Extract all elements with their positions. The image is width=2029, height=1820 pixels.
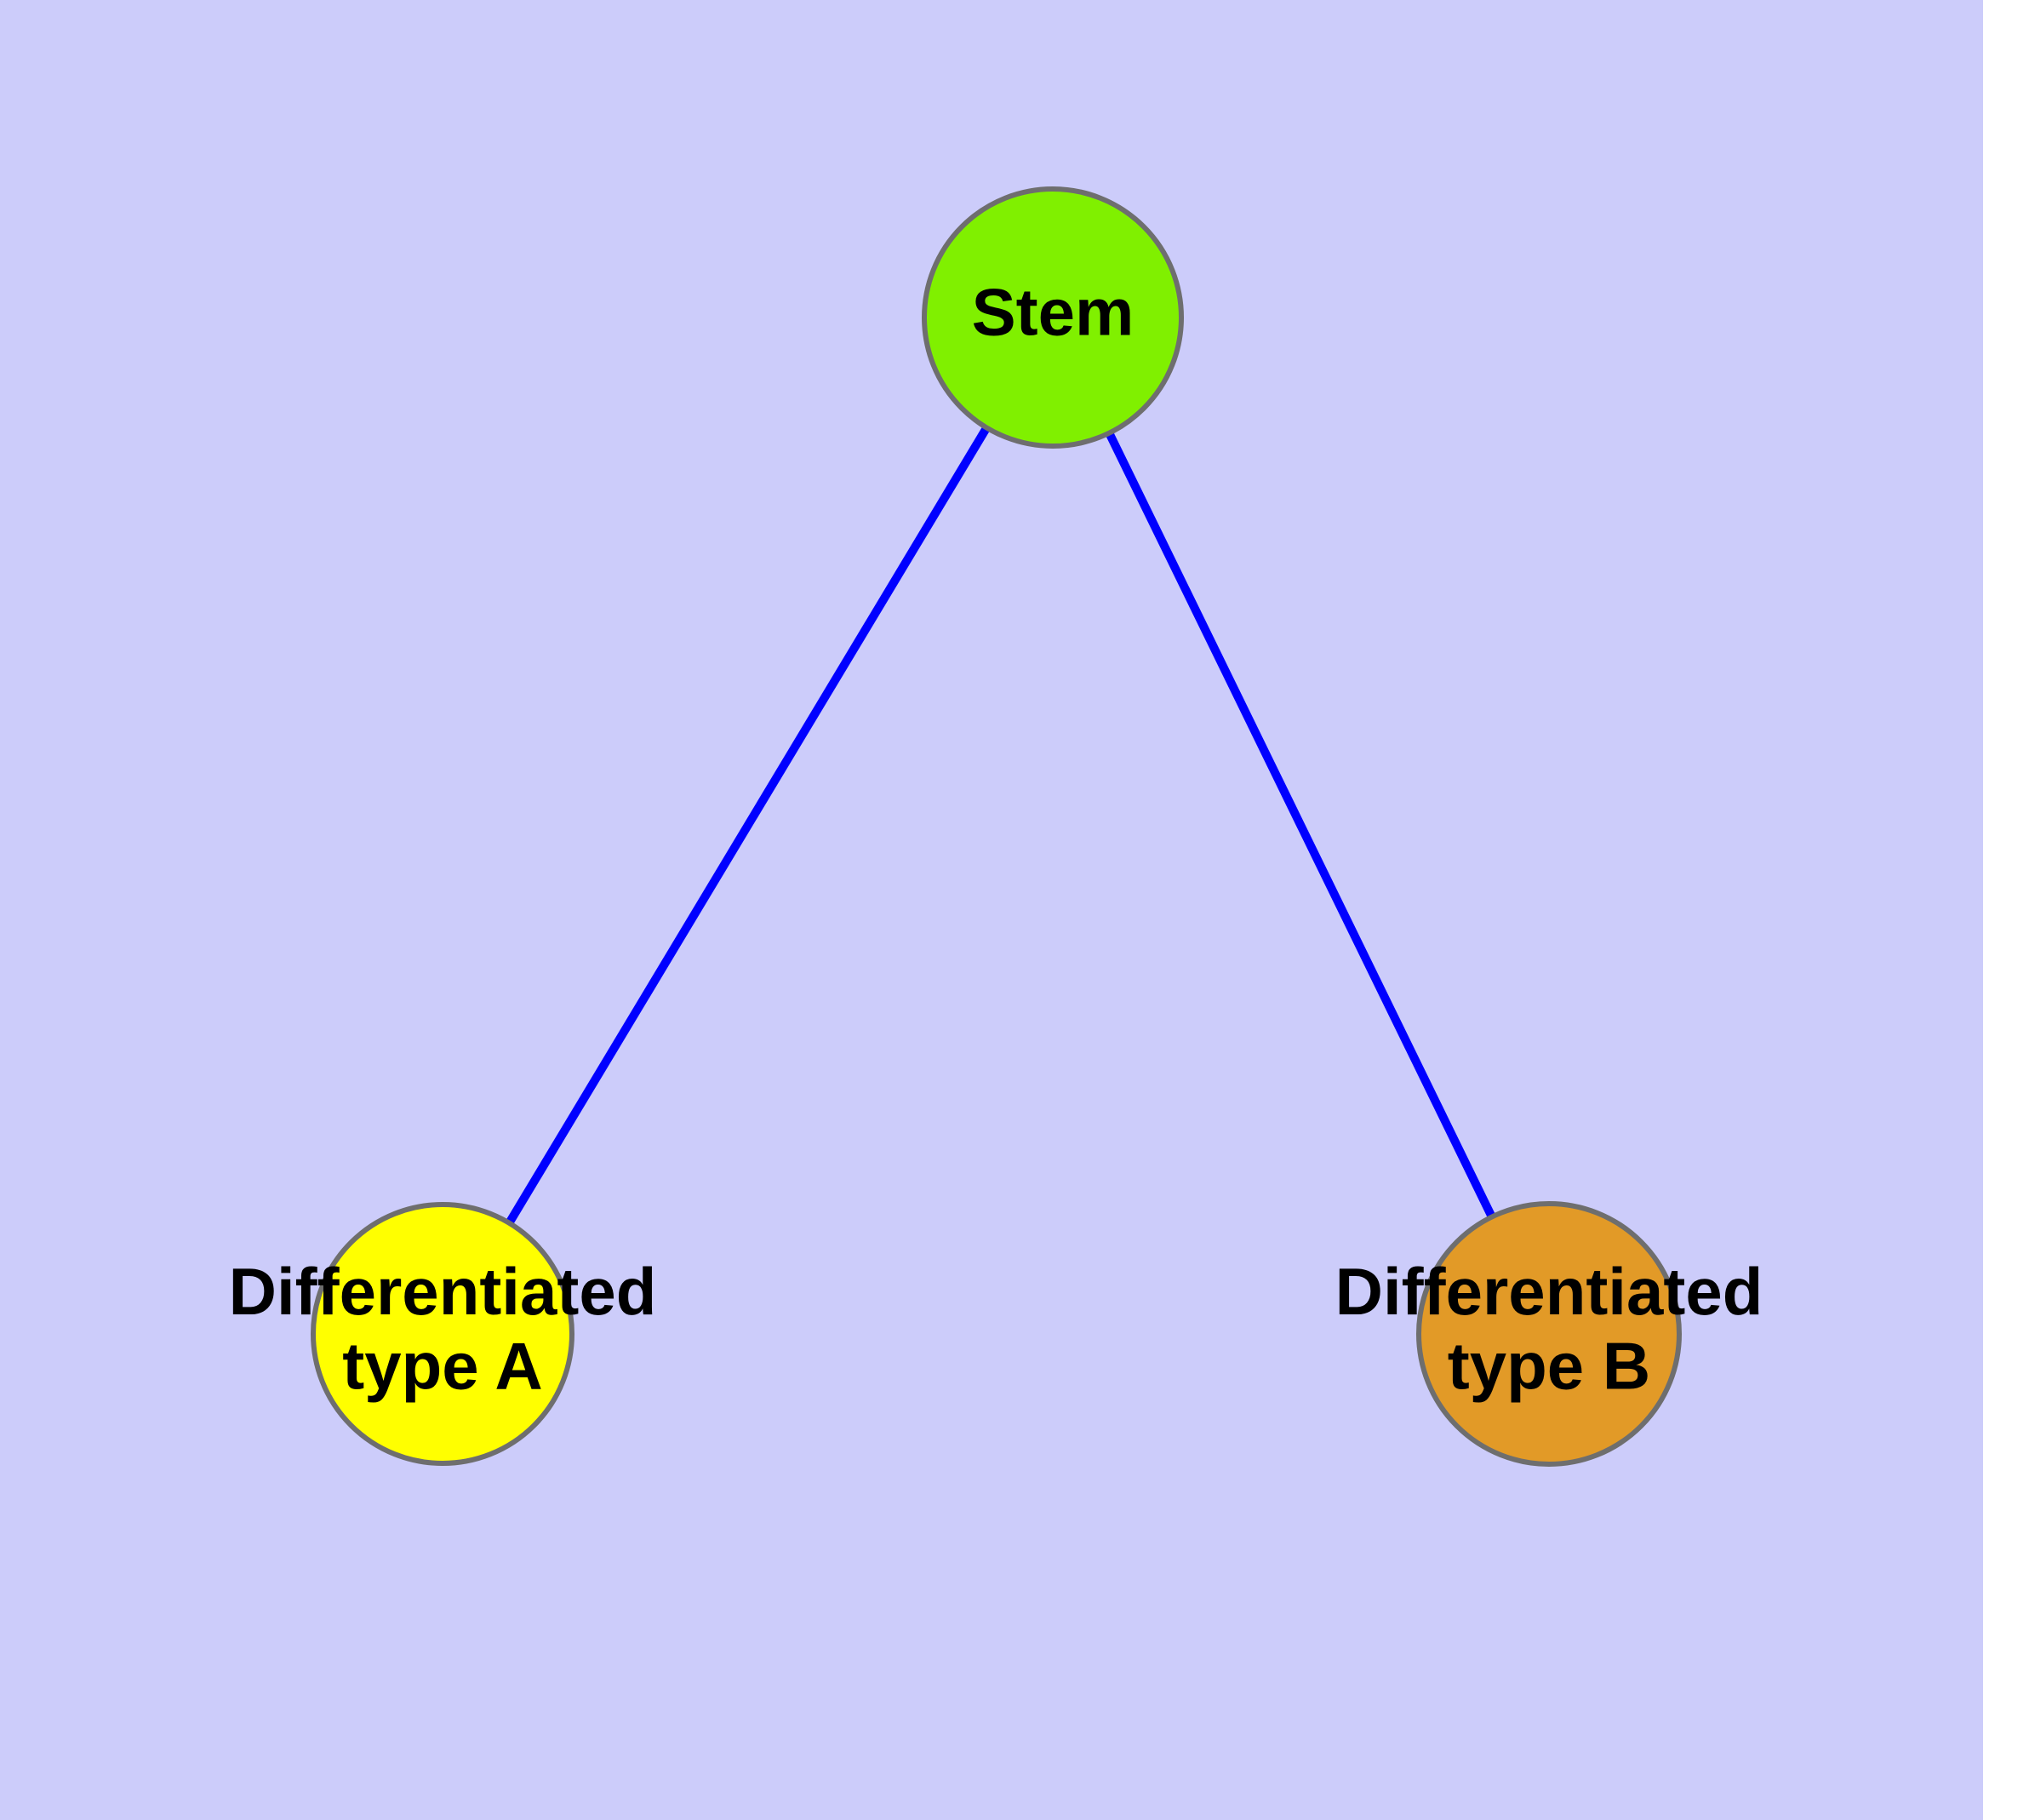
graph-node-diff_a[interactable]	[311, 1202, 574, 1466]
graph-edge-stem-to-diff-b[interactable]	[1049, 315, 1553, 1336]
graph-node-stem[interactable]	[922, 186, 1184, 449]
node-label-line: Stem	[972, 275, 1135, 350]
graph-node-label-stem: Stem	[972, 275, 1135, 350]
node-label-line: type B	[1448, 1328, 1650, 1403]
node-label-line: Differentiated	[229, 1254, 657, 1329]
graph-node-diff_b[interactable]	[1416, 1201, 1682, 1467]
node-label-line: Differentiated	[1335, 1254, 1763, 1329]
graph-edge-stem-to-diff-a[interactable]	[438, 315, 1057, 1336]
node-label-line: type A	[342, 1328, 543, 1403]
nodes-layer	[311, 186, 1682, 1467]
edges-layer	[438, 315, 1553, 1336]
